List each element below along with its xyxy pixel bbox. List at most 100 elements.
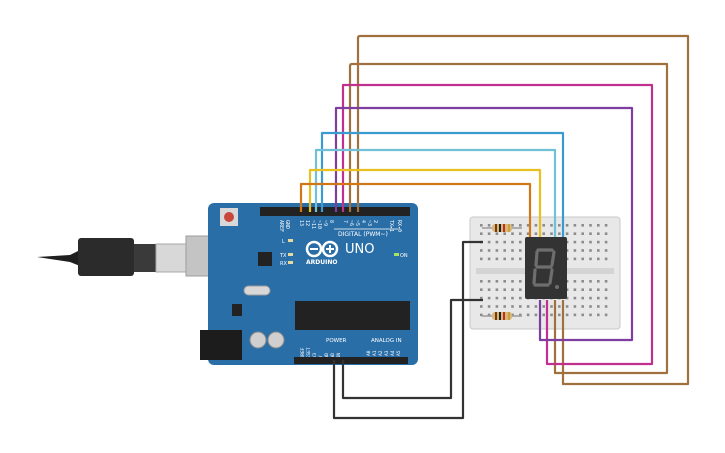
breadboard-hole [495, 249, 499, 252]
breadboard-hole [581, 249, 584, 252]
analog-pin-label: A2 [378, 350, 384, 356]
breadboard-hole [573, 240, 577, 244]
breadboard-hole [487, 305, 491, 308]
breadboard-hole [573, 288, 577, 291]
breadboard-hole [558, 232, 561, 235]
led-l-label: L [282, 239, 285, 245]
breadboard-hole [565, 296, 569, 300]
breadboard-hole [480, 296, 483, 300]
breadboard-hole [511, 305, 514, 308]
breadboard-hole [519, 257, 522, 261]
breadboard-hole [597, 296, 600, 300]
breadboard-hole [565, 240, 569, 244]
breadboard-hole [495, 296, 499, 300]
breadboard-hole [511, 224, 514, 227]
reset-button-cap[interactable] [224, 212, 234, 222]
breadboard-hole [503, 288, 506, 291]
breadboard-hole [511, 249, 514, 252]
breadboard-hole [487, 232, 491, 235]
digital-pin-label: ~6 [348, 220, 354, 226]
led-tx [288, 253, 293, 256]
display-decimal-point [555, 285, 559, 289]
breadboard-hole [487, 240, 491, 244]
breadboard-hole [480, 224, 483, 227]
breadboard-hole [511, 240, 514, 244]
wire-magenta [341, 83, 654, 366]
breadboard-hole [495, 280, 499, 283]
breadboard-hole [573, 224, 577, 227]
analog-pin-label: A0 [366, 350, 372, 356]
breadboard-hole [519, 224, 522, 227]
breadboard-hole [503, 280, 506, 283]
breadboard-hole [558, 313, 561, 317]
breadboard-hole [519, 288, 522, 291]
wire-black-top [332, 240, 483, 420]
breadboard-hole [534, 232, 538, 235]
breadboard-hole [589, 313, 592, 317]
breadboard-hole [558, 224, 561, 227]
digital-pin-label: ~5 [354, 220, 360, 226]
breadboard-hole [589, 240, 592, 244]
breadboard-hole [565, 249, 569, 252]
breadboard-hole [581, 296, 584, 300]
breadboard-hole [581, 257, 584, 261]
breadboard-hole [589, 288, 592, 291]
breadboard-hole [511, 296, 514, 300]
led-on [394, 253, 399, 256]
breadboard-hole [581, 224, 584, 227]
breadboard-hole [487, 257, 491, 261]
breadboard-hole [487, 288, 491, 291]
wires [299, 34, 690, 420]
breadboard-hole [487, 296, 491, 300]
digital-pin-label: ~3 [366, 220, 372, 226]
breadboard-hole [604, 305, 608, 308]
breadboard-hole [503, 296, 506, 300]
breadboard-hole [526, 305, 530, 308]
breadboard-hole [604, 257, 608, 261]
breadboard-hole [597, 305, 600, 308]
breadboard-hole [480, 257, 483, 261]
breadboard-hole [495, 240, 499, 244]
power-pin-label: GND [330, 353, 336, 361]
digital-pin-label: AREF [278, 220, 284, 232]
breadboard-hole [565, 224, 569, 227]
breadboard-hole [581, 240, 584, 244]
usb-cable [37, 235, 239, 277]
breadboard-hole [565, 305, 569, 308]
led-rx-label: RX [280, 261, 287, 267]
breadboard-hole [604, 313, 608, 317]
breadboard-hole [526, 232, 530, 235]
breadboard-hole [503, 249, 506, 252]
breadboard-hole [573, 296, 577, 300]
arduino-board: AREF GND 13 12 ~11 ~10 ~9 8 7 ~6 ~5 4 ~3… [200, 203, 418, 365]
breadboard-hole [550, 305, 553, 308]
breadboard-hole [511, 257, 514, 261]
digital-pin-label: GND [284, 220, 290, 229]
capacitor [249, 331, 267, 349]
breadboard-hole [604, 249, 608, 252]
breadboard-hole [581, 232, 584, 235]
seven-segment-display [525, 237, 567, 299]
analog-pin-label: A1 [372, 350, 378, 356]
breadboard-hole [511, 313, 514, 317]
digital-pin-label: ~9 [322, 220, 328, 226]
power-pin-label: 3V3 [312, 353, 318, 361]
breadboard-hole [573, 257, 577, 261]
atmega-chip [295, 301, 410, 330]
breadboard-hole [503, 240, 506, 244]
breadboard-hole [503, 257, 506, 261]
breadboard-hole [542, 313, 545, 317]
breadboard-hole [519, 313, 522, 317]
breadboard-hole [487, 313, 491, 317]
breadboard-hole [565, 280, 569, 283]
breadboard-hole [511, 280, 514, 283]
breadboard-hole [597, 257, 600, 261]
wire-yellow [308, 168, 542, 237]
wire-lightblue [314, 148, 557, 237]
breadboard-hole [550, 232, 553, 235]
breadboard-hole [480, 288, 483, 291]
bottom-header [294, 357, 408, 364]
breadboard-hole [565, 313, 569, 317]
breadboard-hole [604, 288, 608, 291]
